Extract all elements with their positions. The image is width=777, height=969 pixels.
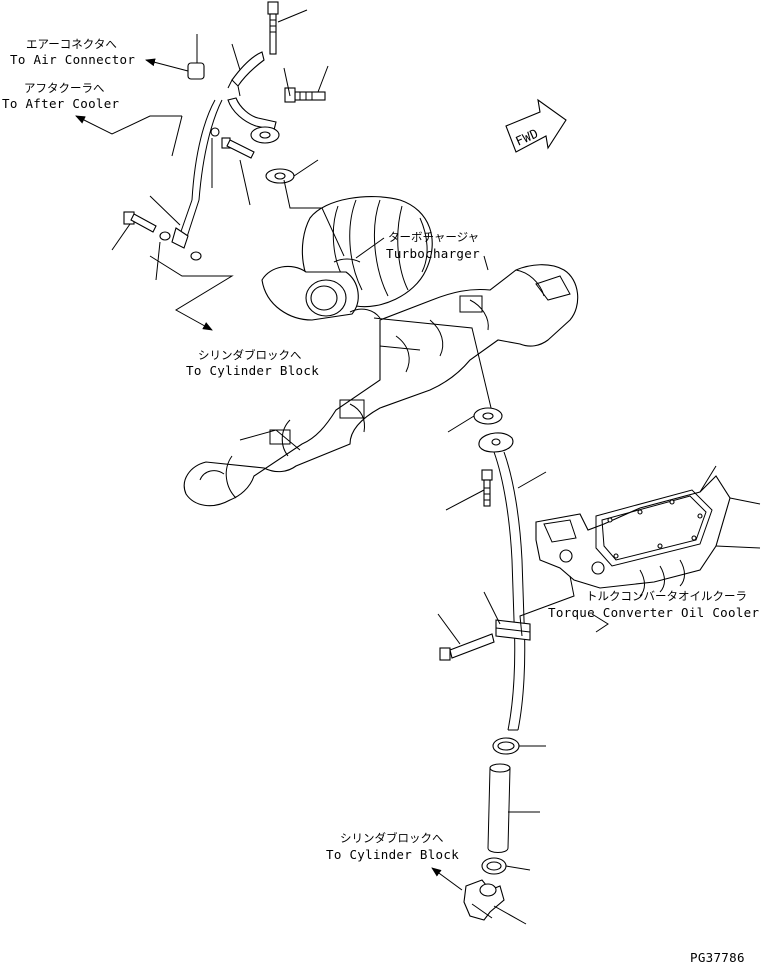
oil-drain-tube [437,407,547,731]
label-after-cooler-en: To After Cooler [2,96,120,111]
label-cylinder-block-upper-jp: シリンダブロックへ [198,348,302,362]
hose-assembly [431,737,546,925]
label-after-cooler-jp: アフタクーラへ [24,81,105,95]
label-cylinder-block-lower-en: To Cylinder Block [326,847,459,862]
bracket-bolt [111,195,202,281]
flange-plate [250,126,319,184]
bent-pipe [177,43,277,241]
top-bolt [267,1,308,55]
fwd-arrow: FWD [505,98,567,153]
turbocharger [261,196,489,321]
torque-converter-oil-cooler [519,465,761,637]
figure-code: PG37786 [690,950,745,965]
label-air-connector-jp: エアーコネクタへ [26,37,117,51]
air-connector-sleeve [187,34,205,80]
label-turbocharger-en: Turbocharger [386,246,480,261]
label-cylinder-block-lower-jp: シリンダブロックへ [340,831,444,845]
upper-piping-group [75,1,329,331]
label-torque-converter-en: Torque Converter Oil Cooler [548,605,759,620]
label-turbocharger-jp: ターボチャージャ [388,230,479,244]
label-air-connector-en: To Air Connector [10,52,135,67]
labels: エアーコネクタへ To Air Connector アフタクーラへ To Aft… [2,37,759,965]
label-torque-converter-jp: トルクコンバータオイルクーラ [586,589,747,603]
side-bolt [283,65,329,103]
label-cylinder-block-upper-en: To Cylinder Block [186,363,319,378]
exhaust-manifold [183,264,579,507]
mid-bolt [210,127,255,206]
